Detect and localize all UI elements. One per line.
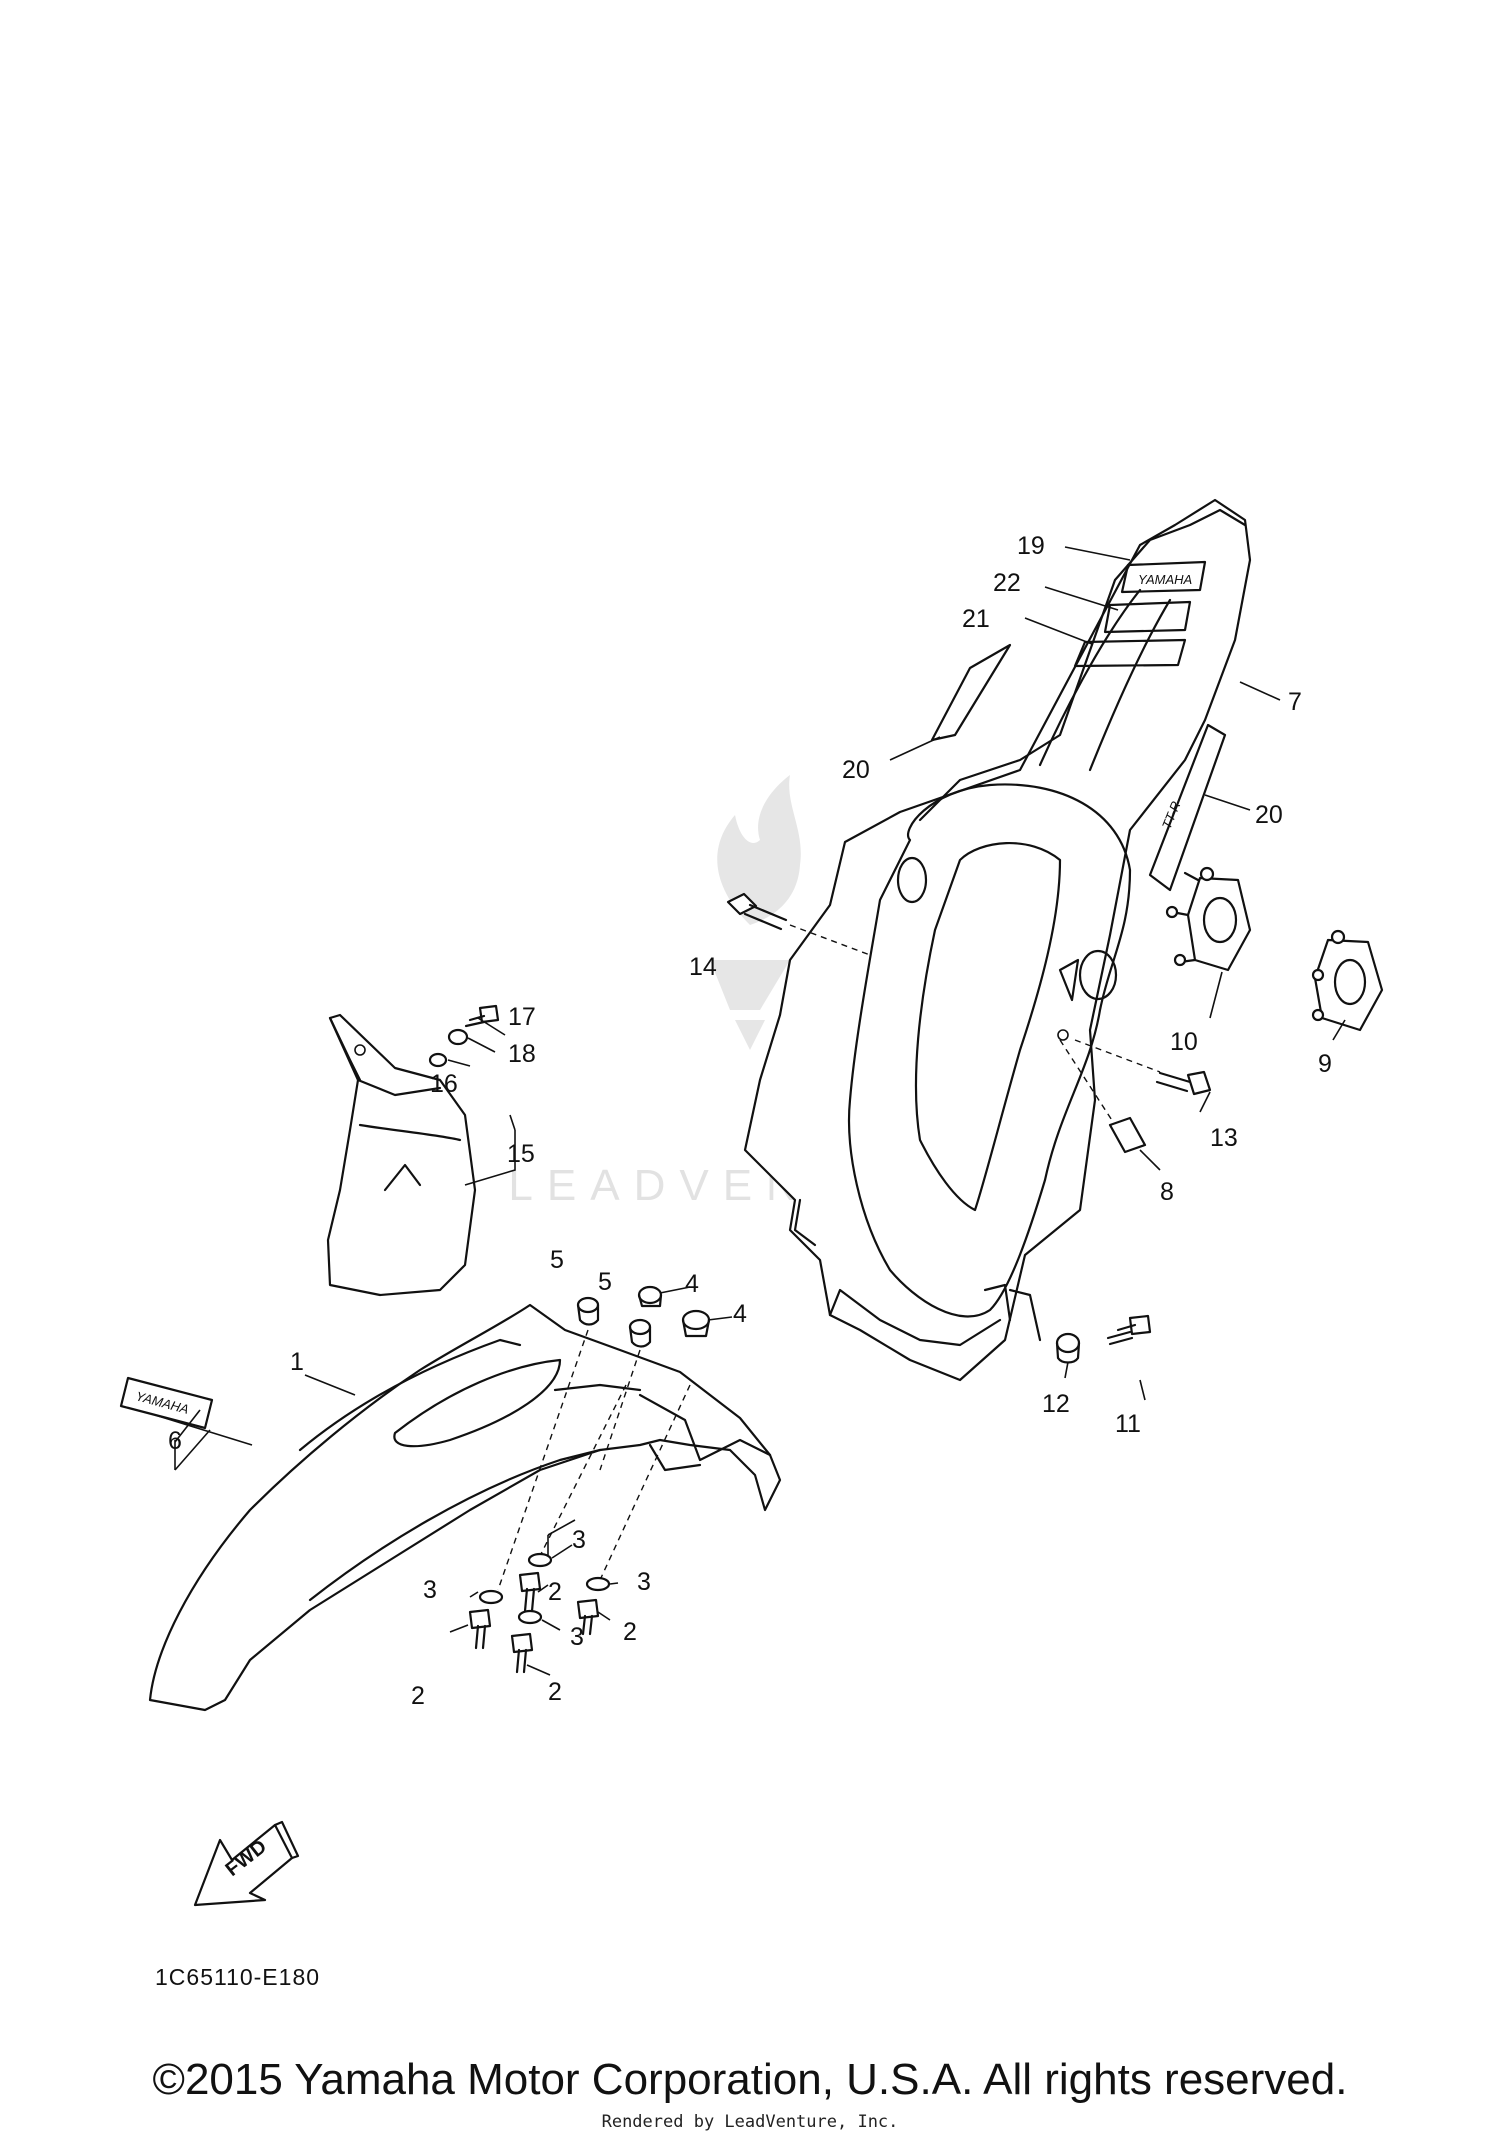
decal-yamaha-front[interactable]: YAMAHA [119,1376,214,1430]
collar-5b[interactable] [628,1318,652,1348]
fwd-arrow: FWD [193,1820,300,1907]
callout-labels: 1 2 2 2 2 3 3 3 3 4 4 5 5 6 7 8 9 10 11 … [168,532,1332,1710]
bolt-14[interactable] [726,892,871,956]
washer-3b[interactable] [527,1552,553,1568]
rendered-by-credit: Rendered by LeadVenture, Inc. [601,2112,899,2132]
bolt-11[interactable] [1106,1314,1152,1346]
nut-4a[interactable] [637,1285,663,1308]
callout-10[interactable]: 10 [1170,1028,1198,1056]
callout-14[interactable]: 14 [689,953,717,981]
collar-5a[interactable] [576,1296,600,1326]
rear-fender[interactable] [743,498,1252,1382]
callout-11[interactable]: 11 [1115,1410,1141,1438]
callout-2a[interactable]: 2 [411,1682,425,1710]
callout-2b[interactable]: 2 [548,1678,562,1706]
bolt-2c[interactable] [576,1598,600,1636]
callout-6[interactable]: 6 [168,1427,182,1455]
callout-7[interactable]: 7 [1288,688,1302,716]
nut-4b[interactable] [681,1309,711,1338]
callout-21[interactable]: 21 [962,605,990,633]
callout-3d[interactable]: 3 [570,1623,584,1651]
decal-21[interactable] [1073,638,1187,668]
washer-3a[interactable] [478,1589,504,1605]
mud-guard-15[interactable] [326,1013,477,1297]
callout-15[interactable]: 15 [507,1140,535,1168]
callout-13[interactable]: 13 [1210,1124,1238,1152]
leader-lines [154,546,1346,1676]
bolt-17[interactable] [464,1004,500,1028]
callout-9[interactable]: 9 [1318,1050,1332,1078]
washer-3d[interactable] [517,1609,543,1625]
callout-3b[interactable]: 3 [572,1526,586,1554]
bracket-10[interactable] [1165,866,1252,972]
copyright-notice: ©2015 Yamaha Motor Corporation, U.S.A. A… [152,2055,1348,2104]
diagram-code: 1C65110-E180 [155,1964,320,1990]
decal-22[interactable] [1103,600,1192,634]
svg-text:YAMAHA: YAMAHA [1138,572,1192,587]
callout-2c[interactable]: 2 [548,1578,562,1606]
callout-5a[interactable]: 5 [550,1246,564,1274]
callout-12[interactable]: 12 [1042,1390,1070,1418]
callout-3a[interactable]: 3 [423,1576,437,1604]
callout-2d[interactable]: 2 [623,1618,637,1646]
bracket-9[interactable] [1311,929,1384,1032]
callout-8[interactable]: 8 [1160,1178,1174,1206]
front-fender[interactable] [148,1303,782,1712]
collar-12[interactable] [1055,1332,1081,1364]
bolt-13[interactable] [1074,1039,1212,1096]
callout-20a[interactable]: 20 [842,756,870,784]
callout-4b[interactable]: 4 [733,1300,747,1328]
nut-8[interactable] [1059,1039,1147,1154]
callout-4a[interactable]: 4 [685,1270,699,1298]
callout-5b[interactable]: 5 [598,1268,612,1296]
decal-yamaha-rear[interactable]: YAMAHA [1120,560,1207,594]
callout-1[interactable]: 1 [290,1348,304,1376]
callout-22[interactable]: 22 [993,569,1021,597]
svg-text:TT-R: TT-R [1159,799,1184,831]
callout-19[interactable]: 19 [1017,532,1045,560]
callout-3c[interactable]: 3 [637,1568,651,1596]
bolt-2d[interactable] [510,1632,534,1674]
leadventure-flame-logo-icon [710,775,801,1050]
assembly-lines [497,1329,691,1591]
callout-16[interactable]: 16 [430,1070,458,1098]
callout-20b[interactable]: 20 [1255,801,1283,829]
washer-18[interactable] [447,1028,469,1046]
washer-3c[interactable] [585,1576,611,1592]
bolt-2b[interactable] [518,1571,542,1613]
callout-18[interactable]: 18 [508,1040,536,1068]
callout-17[interactable]: 17 [508,1003,536,1031]
decal-20-left[interactable] [930,643,1012,742]
bolt-2a[interactable] [468,1608,492,1650]
collar-16[interactable] [428,1052,448,1068]
